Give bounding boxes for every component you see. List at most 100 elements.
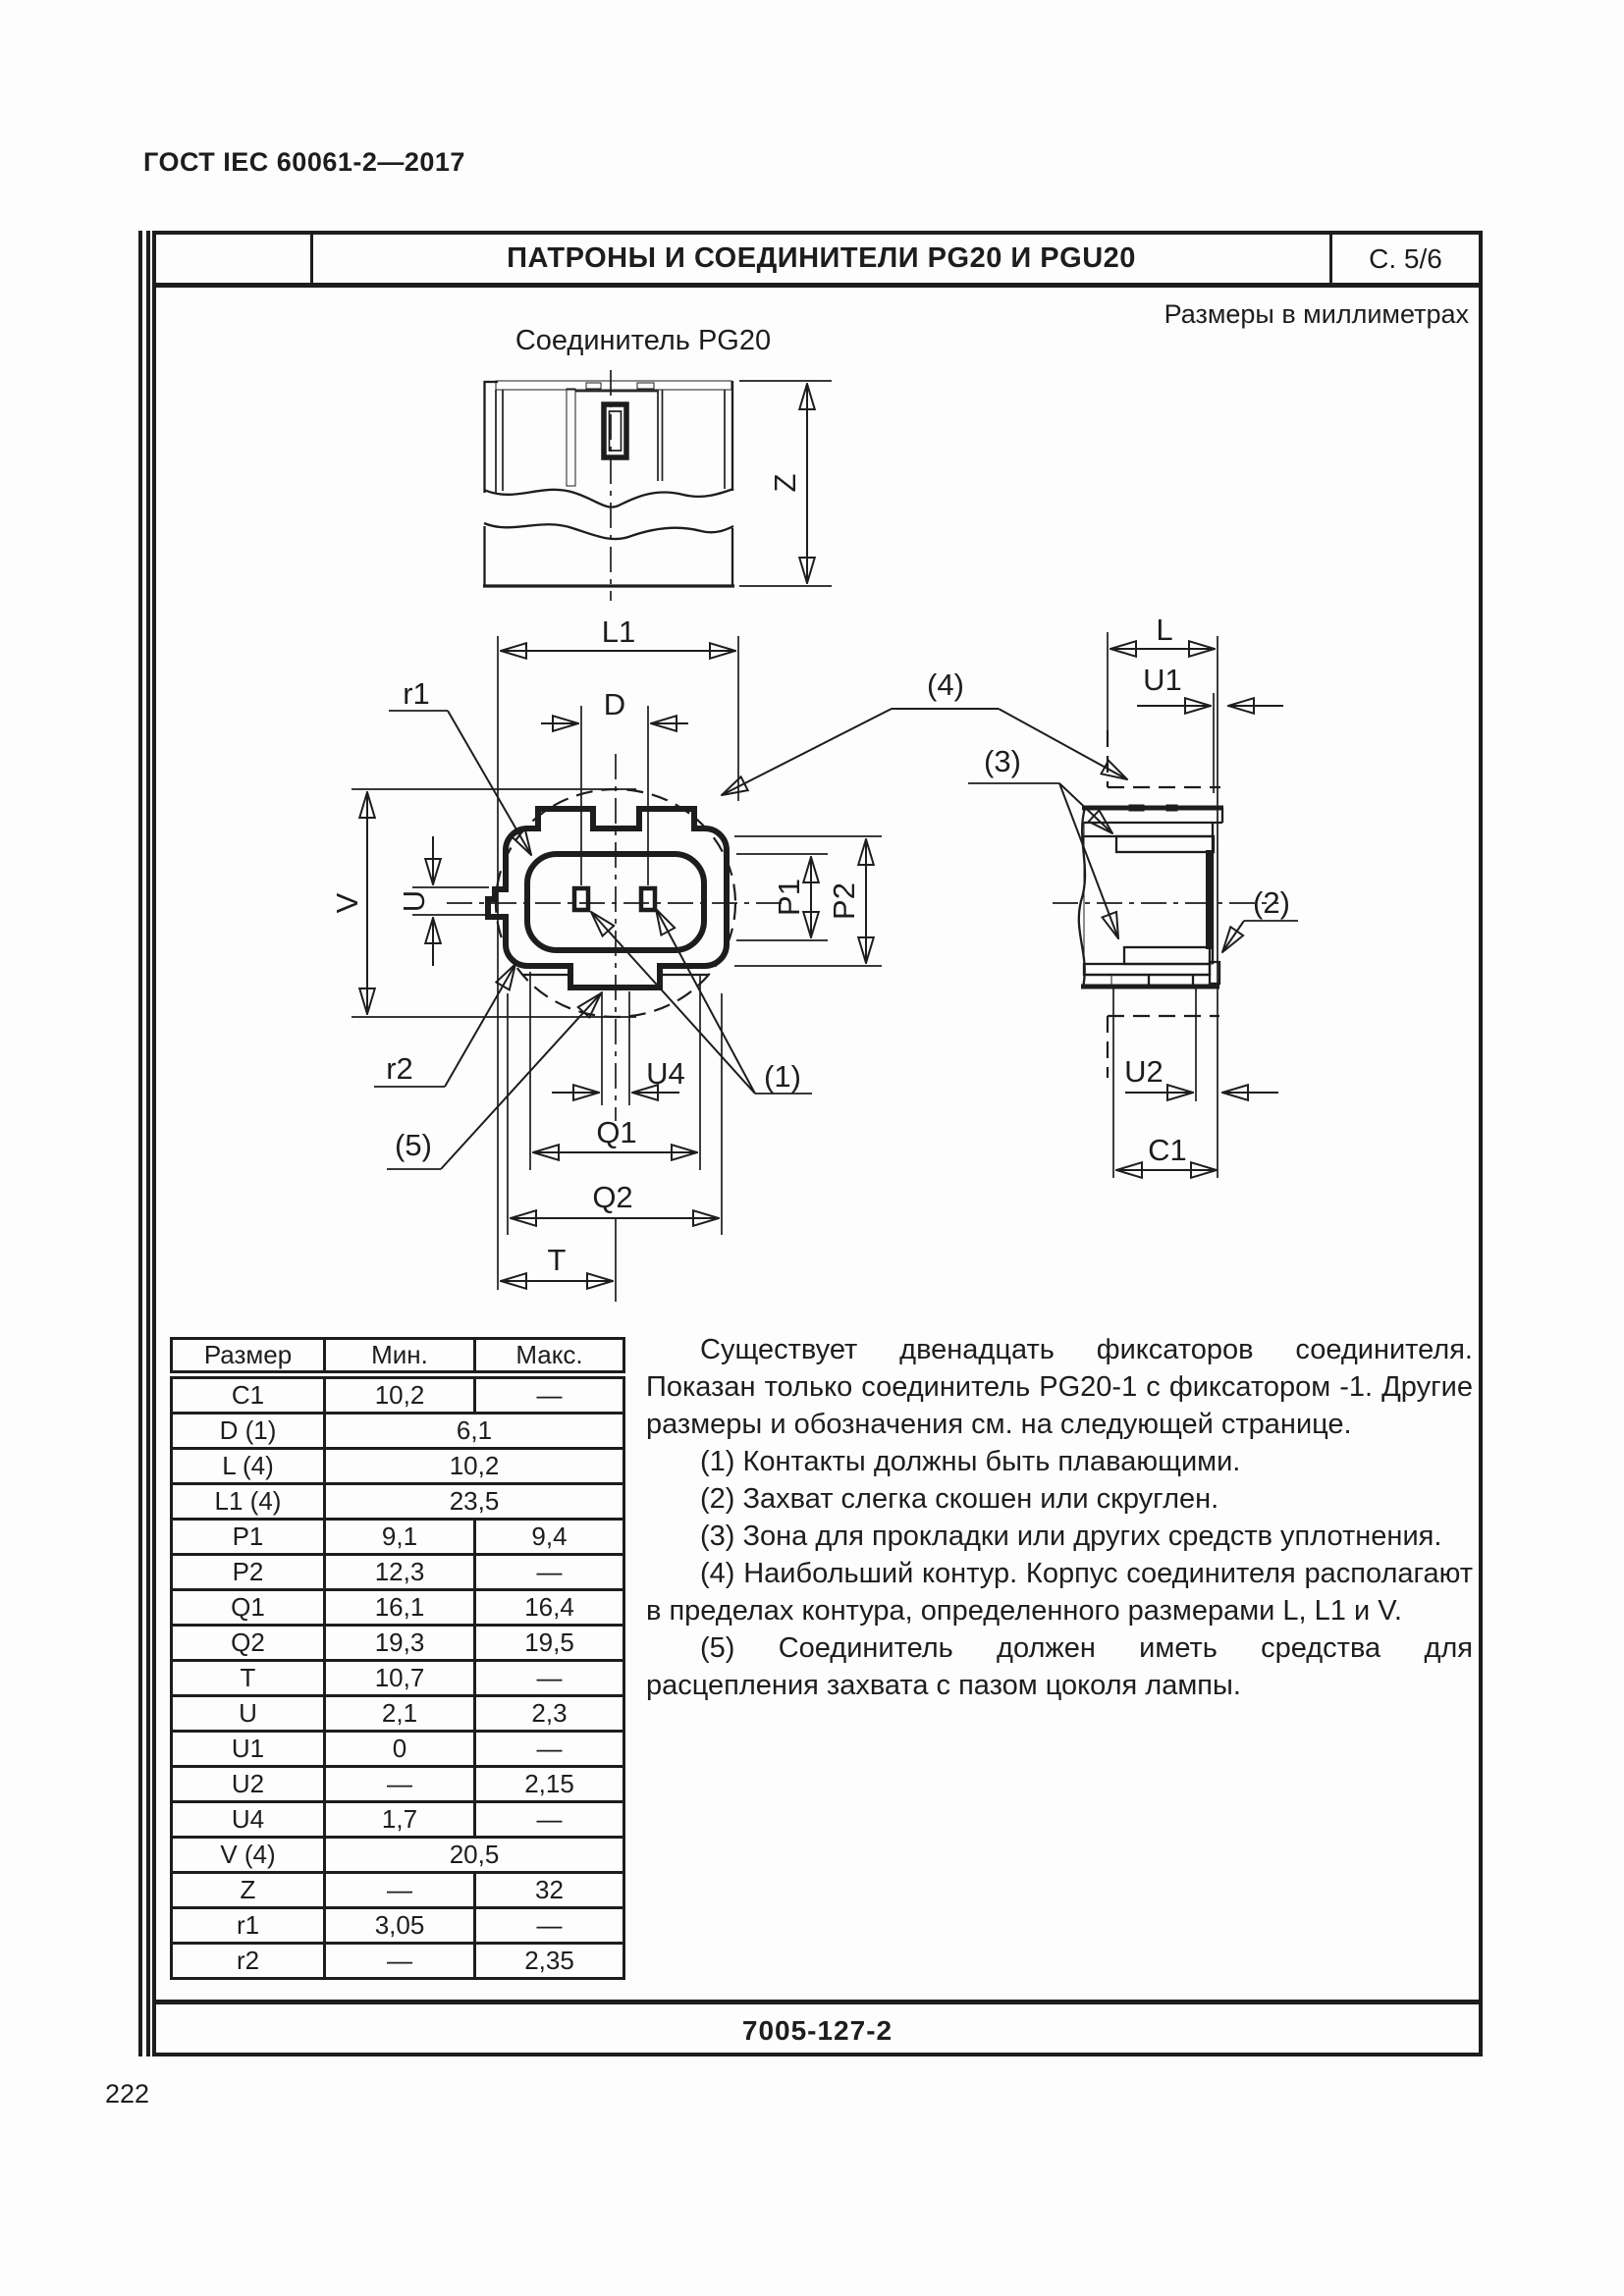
- cell-size: r2: [170, 1942, 326, 1980]
- cell-merged-value: 20,5: [323, 1836, 625, 1874]
- dim-label-l: L: [1156, 613, 1172, 647]
- sheet-title: ПАТРОНЫ И СОЕДИНИТЕЛИ PG20 И PGU20: [310, 235, 1329, 283]
- cell-min: —: [323, 1871, 476, 1909]
- table-row: L1 (4)23,5: [170, 1482, 625, 1521]
- cell-min: 0: [323, 1730, 476, 1768]
- cell-min: 3,05: [323, 1906, 476, 1945]
- left-margin-rule-inner: [146, 231, 150, 2056]
- cell-size: r1: [170, 1906, 326, 1945]
- cell-min: 12,3: [323, 1553, 476, 1591]
- dim-label-u4: U4: [646, 1056, 685, 1091]
- col-header-min: Мин.: [323, 1337, 476, 1379]
- cell-size: U2: [170, 1765, 326, 1803]
- sheet-code: 7005-127-2: [741, 2015, 893, 2046]
- cell-max: —: [473, 1553, 625, 1591]
- ref-label-5: (5): [395, 1128, 432, 1162]
- cell-size: U: [170, 1694, 326, 1733]
- cell-size: U4: [170, 1800, 326, 1839]
- cell-max: 32: [473, 1871, 625, 1909]
- cell-merged-value: 23,5: [323, 1482, 625, 1521]
- table-row: r2—2,35: [170, 1942, 625, 1980]
- cell-size: L1 (4): [170, 1482, 326, 1521]
- note-item-4: (4) Наибольший контур. Корпус соединител…: [646, 1558, 1473, 1627]
- dim-label-r1: r1: [403, 676, 430, 711]
- notes-paragraph: Существует двенадцать фиксаторов соедини…: [646, 1334, 1473, 1440]
- col-header-max: Макс.: [473, 1337, 625, 1379]
- cell-max: —: [473, 1659, 625, 1697]
- table-row: L (4)10,2: [170, 1447, 625, 1485]
- dim-label-z: Z: [768, 474, 802, 493]
- side-view: L U1: [968, 613, 1298, 1178]
- cell-min: 9,1: [323, 1518, 476, 1556]
- cell-size: P2: [170, 1553, 326, 1591]
- document-code: ГОСТ IEC 60061-2—2017: [143, 147, 465, 177]
- dim-label-u1: U1: [1143, 663, 1182, 697]
- table-row: Z—32: [170, 1871, 625, 1909]
- dim-label-v: V: [330, 892, 364, 913]
- cell-size: U1: [170, 1730, 326, 1768]
- cell-size: P1: [170, 1518, 326, 1556]
- cell-size: T: [170, 1659, 326, 1697]
- dim-label-p2: P2: [827, 882, 861, 920]
- cell-size: Q2: [170, 1624, 326, 1662]
- cell-min: 10,7: [323, 1659, 476, 1697]
- cell-merged-value: 10,2: [323, 1447, 625, 1485]
- dim-label-l1: L1: [602, 614, 635, 649]
- cell-max: —: [473, 1800, 625, 1839]
- cell-size: C1: [170, 1373, 326, 1415]
- cell-min: 1,7: [323, 1800, 476, 1839]
- cell-size: Q1: [170, 1588, 326, 1627]
- left-margin-rule: [138, 231, 142, 2056]
- dim-label-c1: C1: [1148, 1133, 1187, 1167]
- cell-max: 16,4: [473, 1588, 625, 1627]
- cell-max: —: [473, 1730, 625, 1768]
- page-number: 222: [105, 2079, 150, 2109]
- cell-min: 2,1: [323, 1694, 476, 1733]
- table-row: V (4)20,5: [170, 1836, 625, 1874]
- units-note: Размеры в миллиметрах: [1164, 299, 1469, 329]
- table-row: D (1)6,1: [170, 1412, 625, 1450]
- dim-label-q1: Q1: [596, 1115, 636, 1149]
- cell-max: 19,5: [473, 1624, 625, 1662]
- dim-label-p1: P1: [772, 879, 806, 916]
- cell-max: 2,15: [473, 1765, 625, 1803]
- cell-min: —: [323, 1765, 476, 1803]
- cell-max: —: [473, 1906, 625, 1945]
- dim-label-q2: Q2: [592, 1180, 632, 1214]
- dim-label-d: D: [604, 687, 625, 721]
- table-header-row: Размер Мин. Макс.: [170, 1337, 625, 1379]
- note-item-5: (5) Соединитель должен иметь средства дл…: [646, 1632, 1473, 1701]
- cell-min: —: [323, 1942, 476, 1980]
- sheet-footer: 7005-127-2: [156, 2000, 1479, 2057]
- note-item-2: (2) Захват слегка скошен или скруглен.: [700, 1483, 1219, 1515]
- cell-size: D (1): [170, 1412, 326, 1450]
- cell-max: 2,3: [473, 1694, 625, 1733]
- cell-max: 2,35: [473, 1942, 625, 1980]
- cell-min: 19,3: [323, 1624, 476, 1662]
- front-view: Z: [483, 370, 832, 601]
- table-row: U2—2,15: [170, 1765, 625, 1803]
- cell-merged-value: 6,1: [323, 1412, 625, 1450]
- cell-size: Z: [170, 1871, 326, 1909]
- cell-min: 16,1: [323, 1588, 476, 1627]
- ref-label-2: (2): [1253, 885, 1290, 920]
- cell-max: —: [473, 1373, 625, 1415]
- sheet-header: ПАТРОНЫ И СОЕДИНИТЕЛИ PG20 И PGU20 С. 5/…: [152, 231, 1483, 288]
- notes-block: Существует двенадцать фиксаторов соедини…: [646, 1331, 1473, 1704]
- note-item-1: (1) Контакты должны быть плавающими.: [700, 1446, 1241, 1477]
- note-item-3: (3) Зона для прокладки или других средст…: [700, 1521, 1442, 1552]
- cell-size: L (4): [170, 1447, 326, 1485]
- col-header-size: Размер: [170, 1337, 326, 1379]
- dim-label-t: T: [548, 1243, 567, 1277]
